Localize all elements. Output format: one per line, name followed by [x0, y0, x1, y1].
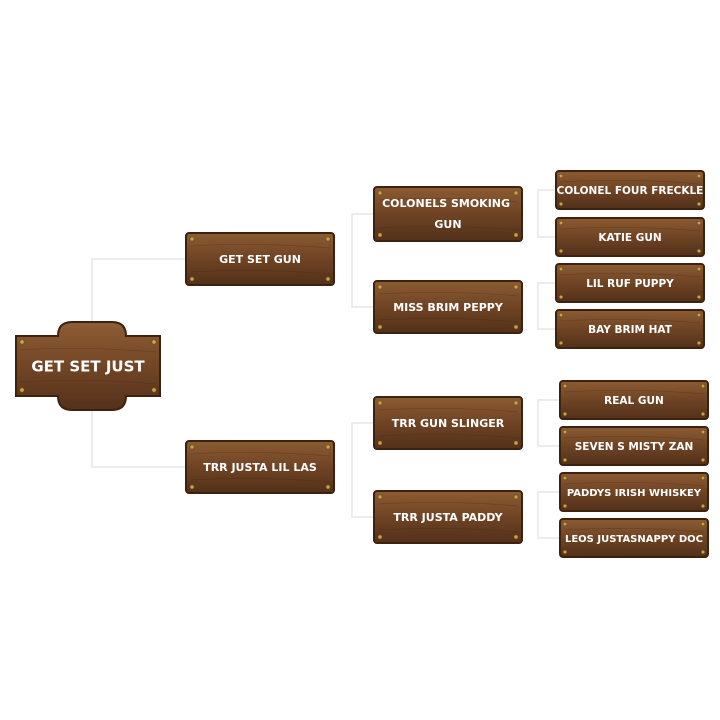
- sign-board: [559, 518, 709, 558]
- sire-dam-sire-name: LIL RUF PUPPY: [586, 278, 674, 290]
- sign-board: [555, 170, 705, 210]
- dam-sign[interactable]: TRR JUSTA LIL LAS: [185, 440, 335, 494]
- sire-sire-dam-sign[interactable]: KATIE GUN: [555, 217, 705, 257]
- dam-name: TRR JUSTA LIL LAS: [203, 461, 317, 474]
- sire-dam-dam-sign[interactable]: BAY BRIM HAT: [555, 309, 705, 349]
- dam-sire-dam-name: SEVEN S MISTY ZAN: [575, 441, 694, 453]
- sign-board: [555, 309, 705, 349]
- sign-board: [559, 380, 709, 420]
- dam-dam-sign-board: [373, 490, 523, 544]
- sign-board: [555, 263, 705, 303]
- sire-dam-sign[interactable]: MISS BRIM PEPPY: [373, 280, 523, 334]
- subject-sign[interactable]: GET SET JUST: [15, 321, 161, 411]
- connector-sire-dam: [351, 259, 374, 308]
- dam-sire-sign[interactable]: TRR GUN SLINGER: [373, 396, 523, 450]
- connector-sd-d: [537, 307, 556, 330]
- connector-dam-sire: [351, 422, 374, 467]
- dam-dam-dam-name: LEOS JUSTASNAPPY DOC: [565, 534, 703, 545]
- dam-sire-sign-board: [373, 396, 523, 450]
- sire-dam-name: MISS BRIM PEPPY: [393, 301, 504, 314]
- subject-sign-board: [15, 321, 161, 411]
- sire-dam-dam-name: BAY BRIM HAT: [588, 324, 673, 336]
- connector-dam-dam: [351, 467, 374, 518]
- connector-ds-d: [537, 423, 560, 447]
- connector-dd-d: [537, 517, 560, 539]
- dam-sire-sire-name: REAL GUN: [604, 395, 664, 407]
- sign-board: [559, 472, 709, 512]
- dam-dam-dam-sign[interactable]: LEOS JUSTASNAPPY DOC: [559, 518, 709, 558]
- sign-board: [555, 217, 705, 257]
- subject-name: GET SET JUST: [31, 358, 145, 376]
- sire-sire-sire-sign[interactable]: COLONEL FOUR FRECKLE: [555, 170, 705, 210]
- dam-dam-sire-name: PADDYS IRISH WHISKEY: [567, 488, 702, 499]
- connector-sd-s: [537, 282, 556, 307]
- connector-ds-s: [537, 399, 560, 423]
- sign-board: [559, 426, 709, 466]
- sire-sign[interactable]: GET SET GUN: [185, 232, 335, 286]
- dam-sire-dam-sign[interactable]: SEVEN S MISTY ZAN: [559, 426, 709, 466]
- sire-sign-board: [185, 232, 335, 286]
- sire-name: GET SET GUN: [219, 253, 301, 266]
- dam-sire-sire-sign[interactable]: REAL GUN: [559, 380, 709, 420]
- sire-sire-sire-name: COLONEL FOUR FRECKLE: [557, 185, 704, 197]
- connector-sire-sire: [351, 213, 374, 259]
- sire-sire-name: COLONELS SMOKING GUN: [382, 197, 514, 231]
- dam-dam-sign[interactable]: TRR JUSTA PADDY: [373, 490, 523, 544]
- dam-sire-name: TRR GUN SLINGER: [392, 417, 505, 430]
- connector-ss-d: [537, 214, 556, 238]
- sire-dam-sign-board: [373, 280, 523, 334]
- sire-sire-sign[interactable]: COLONELS SMOKING GUN: [373, 186, 523, 242]
- connector-ss-s: [537, 189, 556, 214]
- dam-dam-name: TRR JUSTA PADDY: [393, 511, 503, 524]
- connector-dd-s: [537, 491, 560, 517]
- sire-sire-sign-board: [373, 186, 523, 242]
- sire-dam-sire-sign[interactable]: LIL RUF PUPPY: [555, 263, 705, 303]
- dam-sign-board: [185, 440, 335, 494]
- sire-sire-dam-name: KATIE GUN: [598, 232, 661, 244]
- dam-dam-sire-sign[interactable]: PADDYS IRISH WHISKEY: [559, 472, 709, 512]
